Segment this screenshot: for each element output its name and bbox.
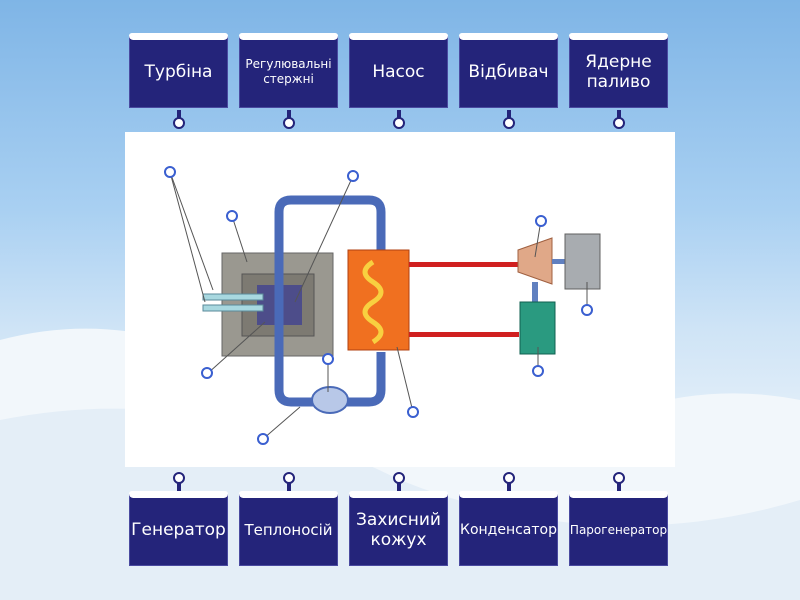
drop-hotspot[interactable] [407, 406, 419, 418]
tile-pin [613, 110, 625, 129]
tile-pin [393, 110, 405, 129]
tile-pin [503, 472, 515, 491]
label-tile-turbine[interactable]: Турбіна [129, 33, 228, 108]
drop-hotspot[interactable] [347, 170, 359, 182]
drop-hotspot[interactable] [164, 166, 176, 178]
label-tile-control-rods[interactable]: Регулювальні стержні [239, 33, 338, 108]
tile-pin [613, 472, 625, 491]
drop-hotspot[interactable] [581, 304, 593, 316]
drop-hotspot[interactable] [226, 210, 238, 222]
label-tile-pump[interactable]: Насос [349, 33, 448, 108]
tile-pin [283, 110, 295, 129]
label-tile-steam-generator[interactable]: Парогенератор [569, 491, 668, 566]
tile-pin [393, 472, 405, 491]
label-tile-nuclear-fuel[interactable]: Ядерне паливо [569, 33, 668, 108]
tile-pin [283, 472, 295, 491]
reactor-diagram [125, 132, 675, 467]
reactor-diagram-image [169, 171, 601, 440]
drop-hotspot[interactable] [532, 365, 544, 377]
label-tile-coolant[interactable]: Теплоносій [239, 491, 338, 566]
label-tile-condenser[interactable]: Конденсатор [459, 491, 558, 566]
drop-hotspot[interactable] [257, 433, 269, 445]
label-tile-protective-shell[interactable]: Захисний кожух [349, 491, 448, 566]
tile-pin [173, 472, 185, 491]
drop-hotspot[interactable] [201, 367, 213, 379]
label-tile-reflector[interactable]: Відбивач [459, 33, 558, 108]
label-tile-generator[interactable]: Генератор [129, 491, 228, 566]
drop-hotspot[interactable] [535, 215, 547, 227]
tile-pin [173, 110, 185, 129]
tile-pin [503, 110, 515, 129]
drop-hotspot[interactable] [322, 353, 334, 365]
